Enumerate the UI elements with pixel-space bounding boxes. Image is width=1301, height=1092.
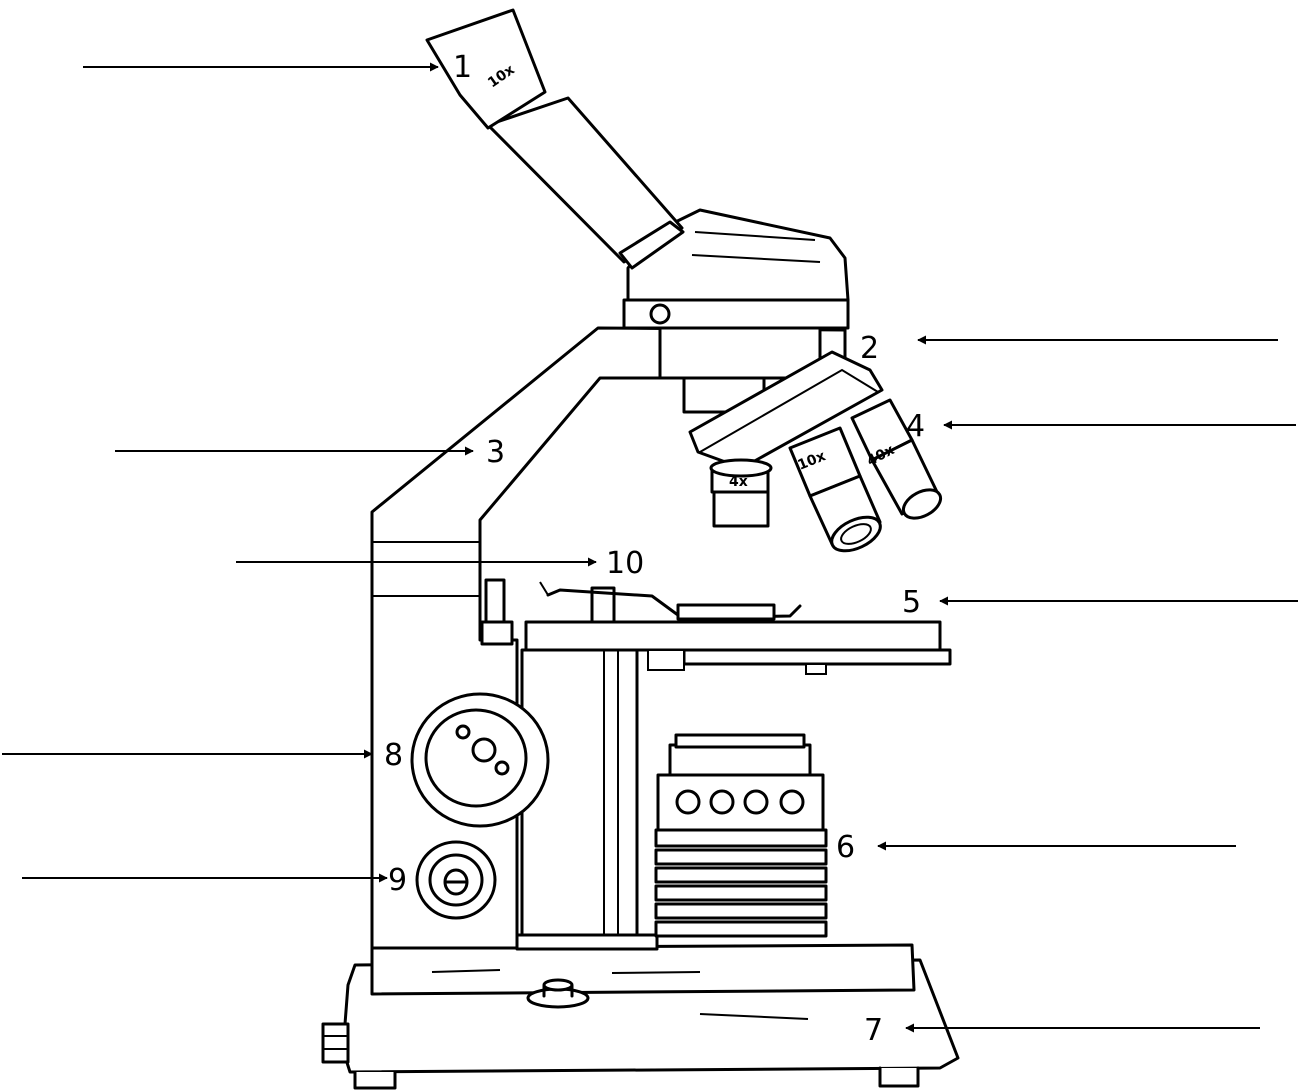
label-6: 6 bbox=[836, 830, 855, 865]
fine-focus-knob bbox=[415, 840, 497, 920]
microscope-drawing: 10x 4x 10x bbox=[321, 8, 960, 1090]
number-labels: 1 2 3 4 5 6 7 8 9 10 bbox=[384, 50, 925, 1048]
label-10: 10 bbox=[606, 546, 644, 581]
label-1: 1 bbox=[453, 50, 472, 85]
objective-low-magnification: 4x bbox=[729, 474, 748, 490]
objective-low: 4x bbox=[709, 458, 773, 528]
eyepiece: 10x bbox=[425, 8, 685, 270]
revolving-nosepiece bbox=[688, 350, 884, 470]
label-arrows bbox=[2, 62, 1298, 1033]
stage-support bbox=[515, 648, 659, 951]
coarse-focus-knob bbox=[410, 692, 550, 828]
label-9: 9 bbox=[388, 863, 407, 898]
label-4: 4 bbox=[906, 409, 925, 444]
illuminator bbox=[654, 733, 828, 938]
label-5: 5 bbox=[902, 585, 921, 620]
label-8: 8 bbox=[384, 738, 403, 773]
objective-mid: 10x bbox=[788, 426, 882, 553]
objective-lenses: 4x 10x 40x bbox=[709, 398, 943, 553]
base bbox=[321, 943, 960, 1090]
label-3: 3 bbox=[486, 435, 505, 470]
label-2: 2 bbox=[860, 331, 879, 366]
label-7: 7 bbox=[864, 1013, 883, 1048]
stage bbox=[524, 581, 952, 675]
objective-high: 40x bbox=[850, 398, 943, 520]
